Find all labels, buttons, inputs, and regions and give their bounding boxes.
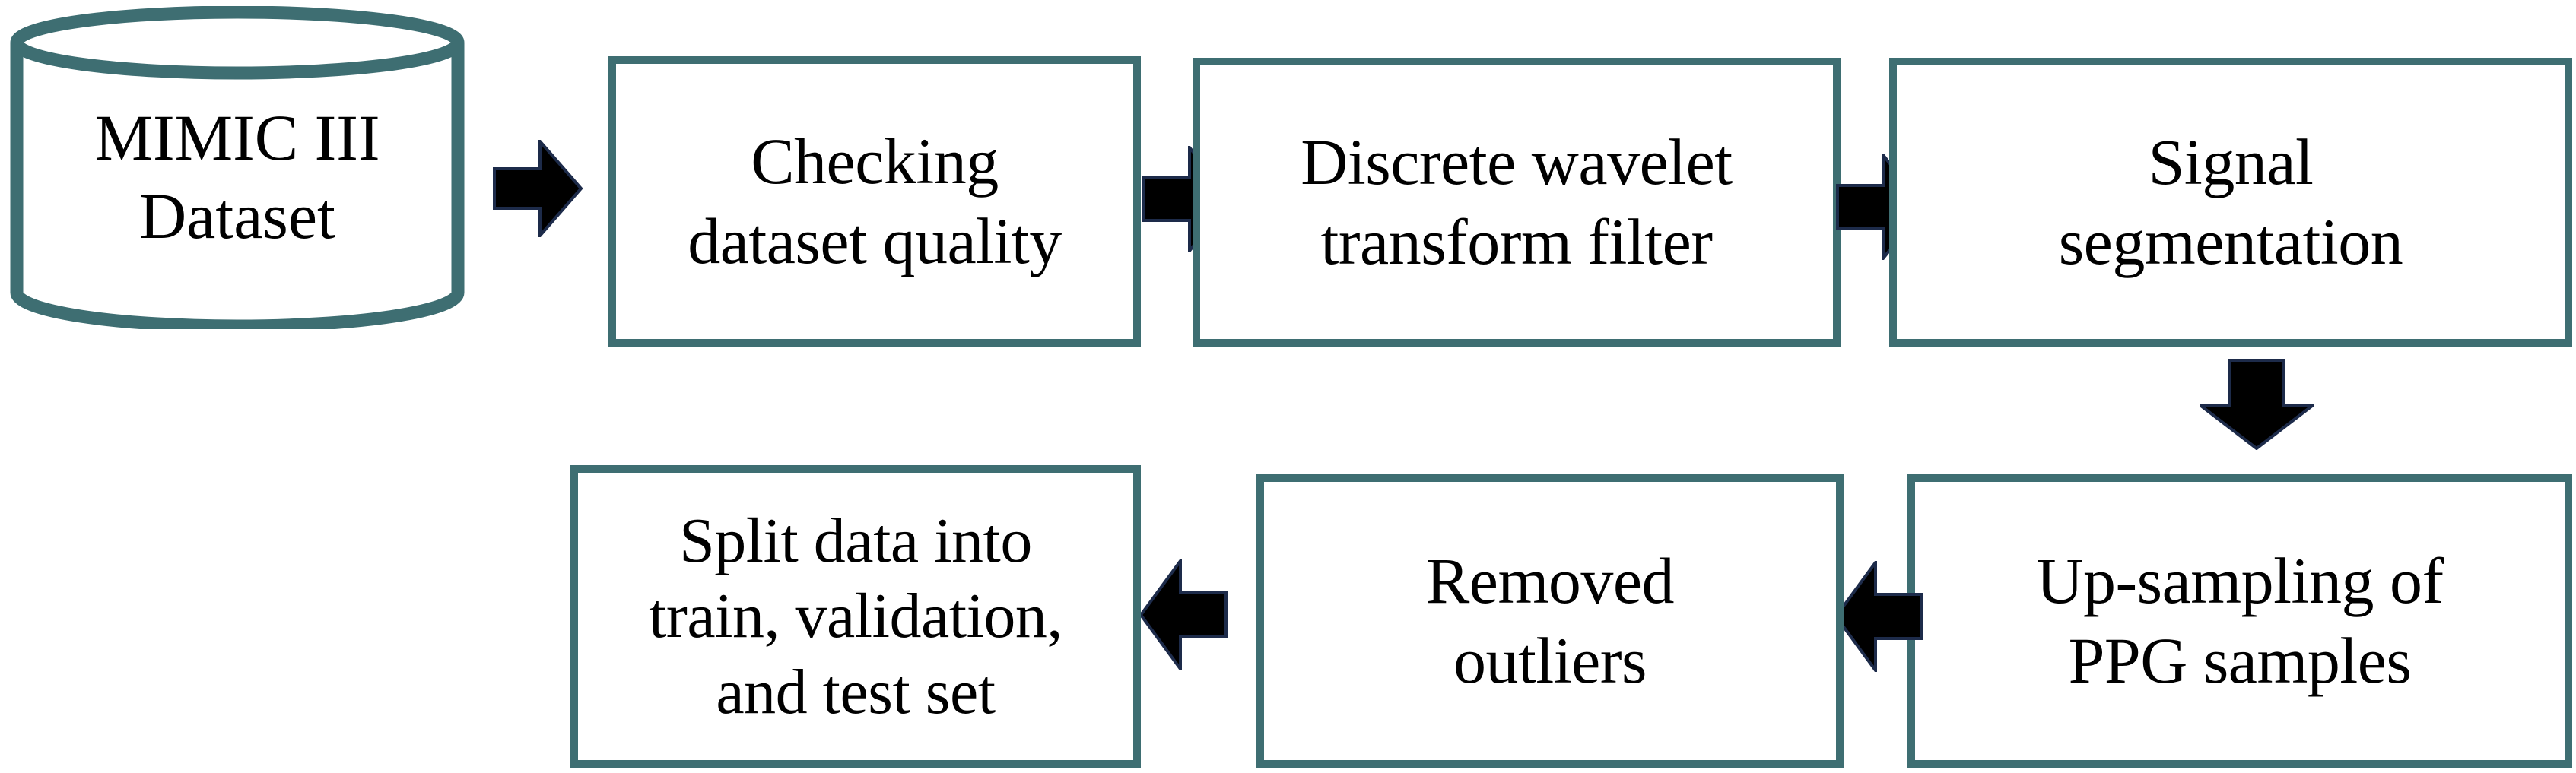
node-discrete-wavelet-transform-filter-label: Discrete wavelet transform filter	[1301, 125, 1733, 278]
node-mimic-dataset[interactable]: MIMIC III Dataset	[9, 6, 465, 329]
node-split-data-label: Split data into train, validation, and t…	[649, 505, 1062, 727]
node-signal-segmentation[interactable]: Signal segmentation	[1889, 58, 2572, 347]
node-checking-dataset-quality-label: Checking dataset quality	[688, 125, 1062, 277]
arrow-4-down-icon	[2200, 359, 2314, 450]
node-removed-outliers[interactable]: Removed outliers	[1256, 474, 1844, 768]
node-split-data[interactable]: Split data into train, validation, and t…	[570, 465, 1141, 768]
node-checking-dataset-quality[interactable]: Checking dataset quality	[608, 56, 1141, 347]
arrow-6-left-icon	[1139, 559, 1228, 670]
arrow-5-left-icon	[1834, 561, 1923, 672]
node-removed-outliers-label: Removed outliers	[1425, 544, 1675, 697]
node-mimic-dataset-label: MIMIC III Dataset	[94, 100, 380, 252]
cylinder-shape-icon	[10, 6, 465, 329]
arrow-1-right-icon	[493, 140, 583, 237]
node-signal-segmentation-label: Signal segmentation	[2058, 125, 2403, 278]
node-up-sampling-of-ppg-samples-label: Up-sampling of PPG samples	[2036, 544, 2444, 697]
node-up-sampling-of-ppg-samples[interactable]: Up-sampling of PPG samples	[1907, 474, 2572, 768]
node-discrete-wavelet-transform-filter[interactable]: Discrete wavelet transform filter	[1193, 58, 1841, 347]
